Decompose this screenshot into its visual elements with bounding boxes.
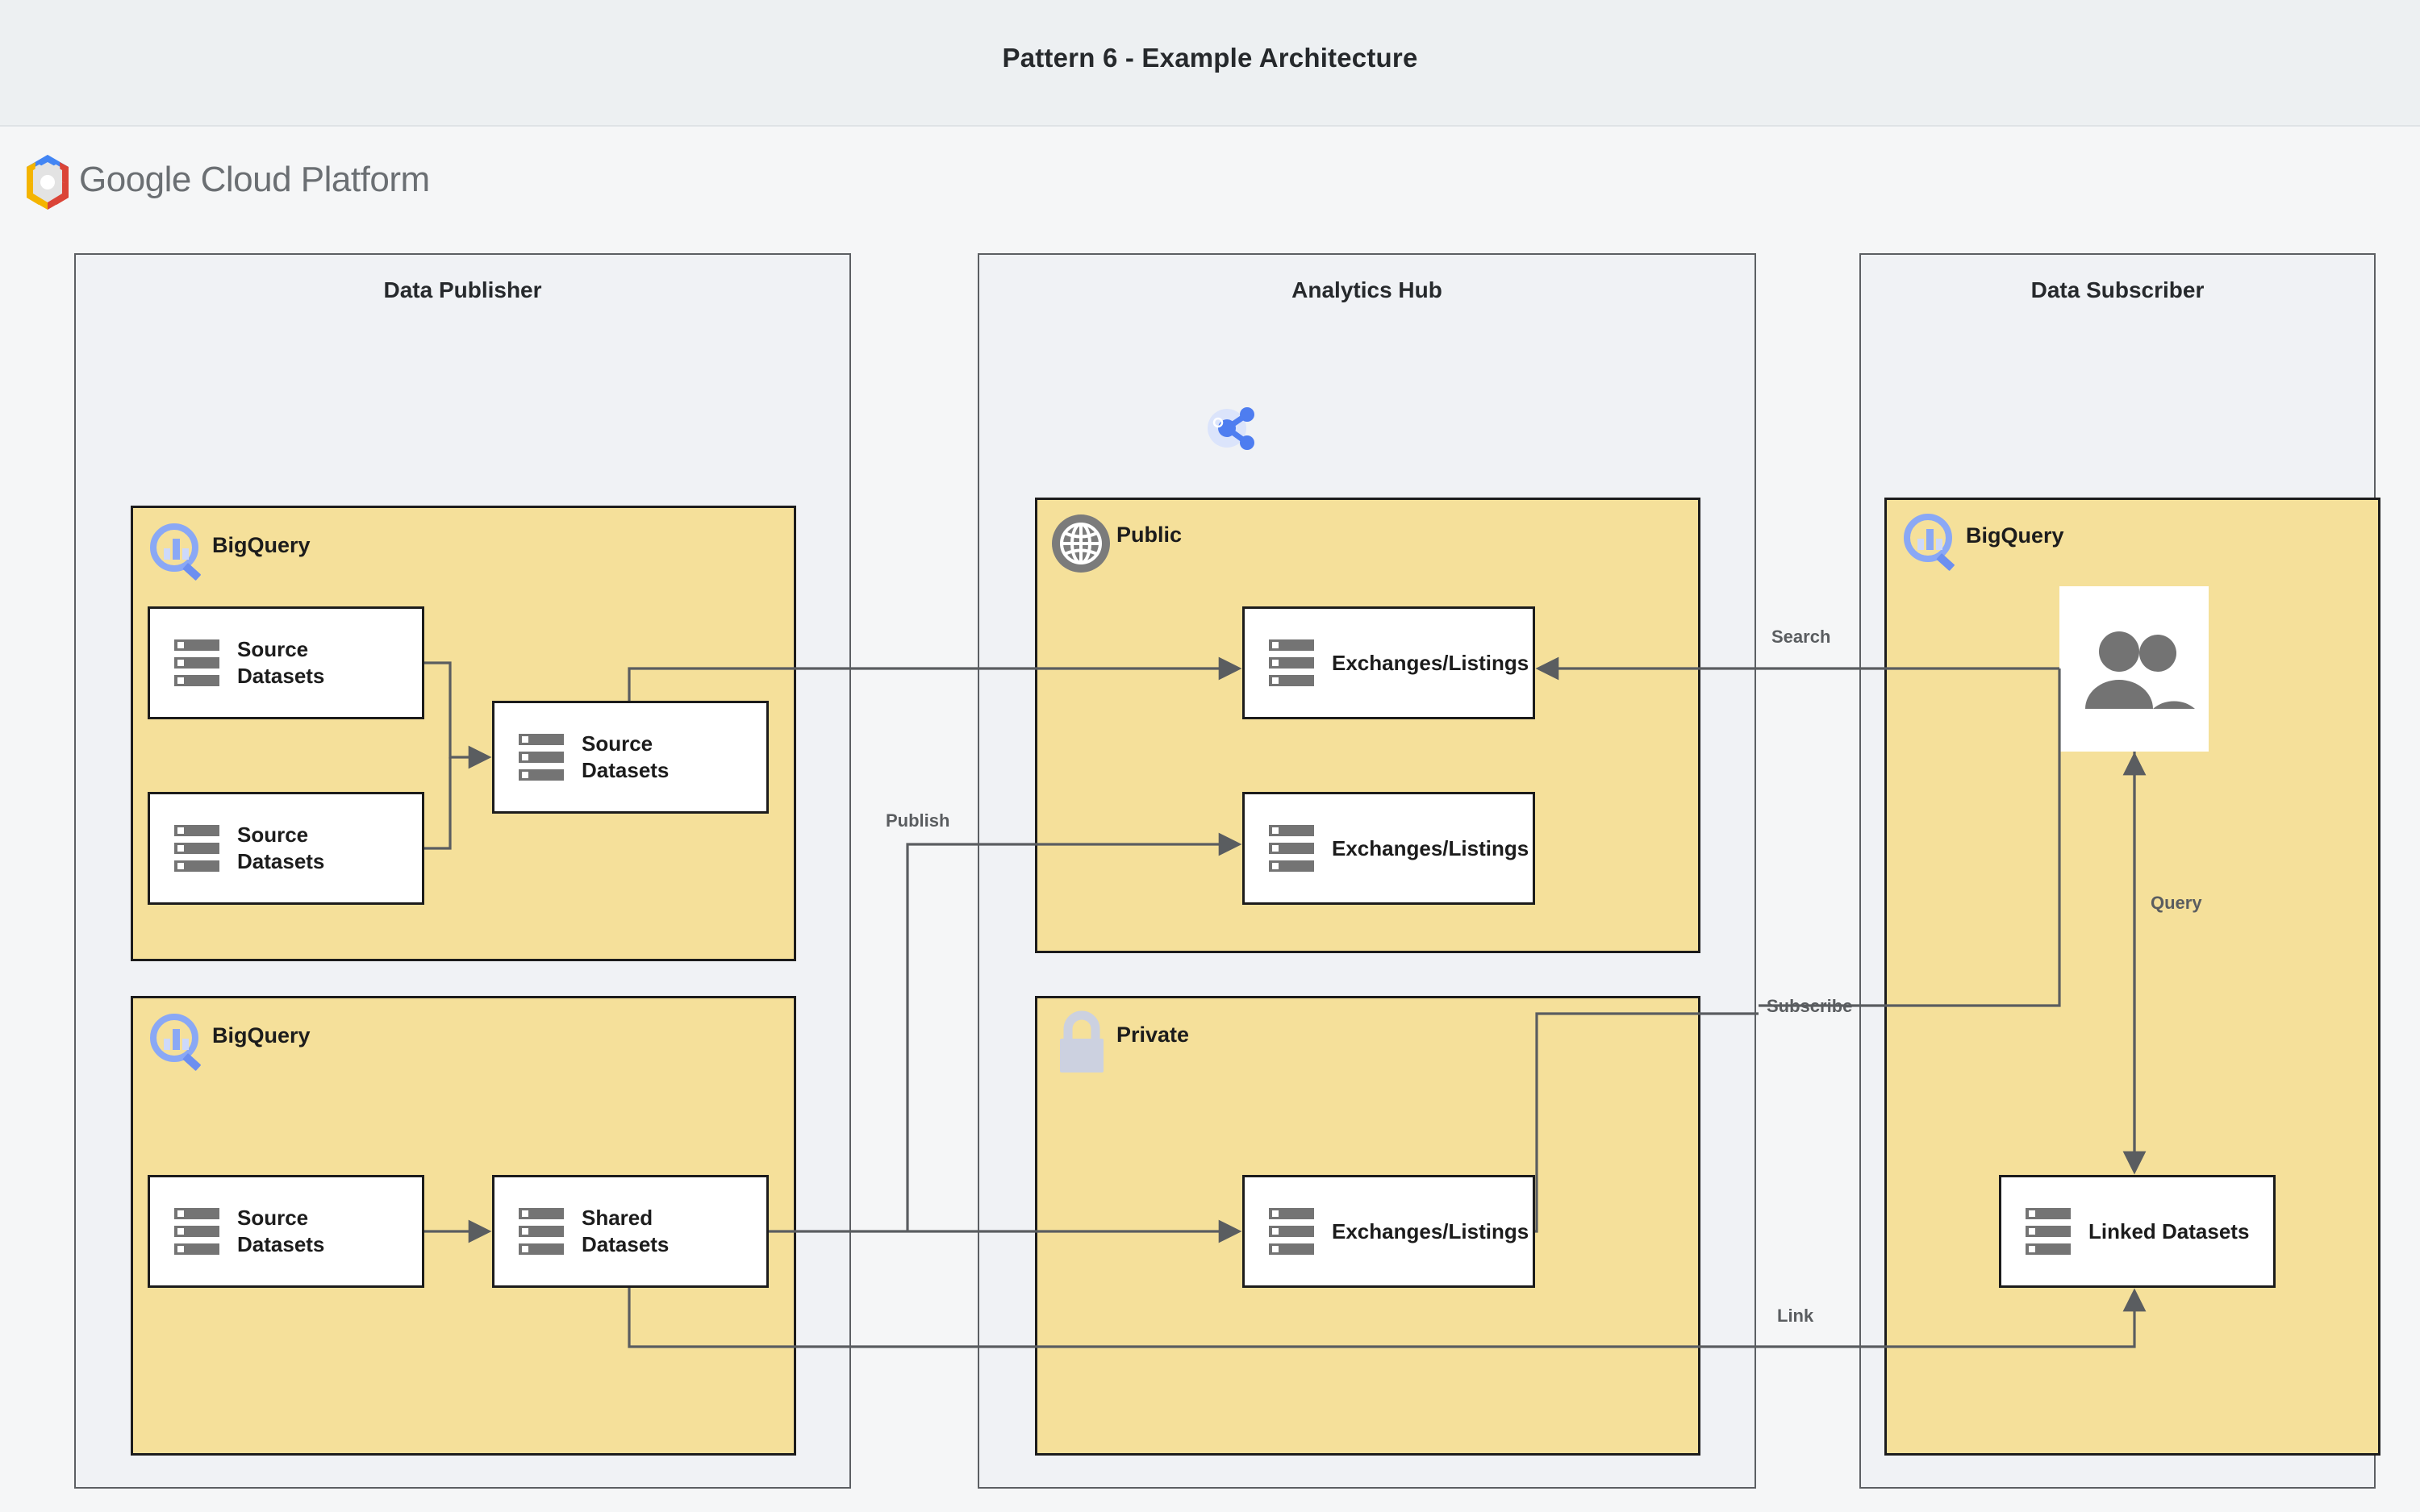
node-exchanges-listings-3[interactable]: Exchanges/Listings [1242, 1175, 1535, 1288]
bigquery-magnifier-icon [150, 1014, 201, 1071]
gcp-wordmark: Google Cloud Platform [79, 160, 430, 200]
node-label: Source Datasets [237, 823, 325, 873]
architecture-canvas: Google Cloud Platform Data Publisher Big… [0, 127, 2420, 1512]
node-label: Source Datasets [582, 731, 670, 782]
node-label: Exchanges/Listings [1332, 835, 1529, 860]
dataset-stack-icon [174, 1208, 219, 1255]
node-label: Exchanges/Listings [1332, 1218, 1529, 1243]
edge-label-query: Query [2151, 893, 2202, 913]
gcp-wordmark-cloud-platform: Cloud Platform [190, 160, 431, 199]
zone-label-publisher-bigquery-bottom: BigQuery [212, 1023, 311, 1048]
bigquery-magnifier-icon [150, 523, 201, 581]
group-title-data-publisher: Data Publisher [383, 277, 542, 302]
node-label: Exchanges/Listings [1332, 650, 1529, 675]
group-title-data-subscriber: Data Subscriber [2030, 277, 2205, 302]
node-label: Linked Datasets [2088, 1218, 2250, 1243]
zone-label-subscriber-bigquery: BigQuery [1966, 523, 2064, 548]
page-title: Pattern 6 - Example Architecture [1002, 43, 1418, 73]
bigquery-magnifier-icon [1904, 514, 1955, 571]
dataset-stack-icon [1269, 639, 1314, 686]
edge-label-subscribe: Subscribe [1767, 996, 1853, 1016]
lock-icon [1060, 1010, 1104, 1073]
zone-label-publisher-bigquery-top: BigQuery [212, 533, 311, 557]
dataset-stack-icon [174, 825, 219, 872]
node-source-datasets-2[interactable]: Source Datasets [148, 792, 424, 905]
dataset-stack-icon [519, 734, 564, 781]
edge-label-publish: Publish [886, 810, 950, 831]
node-linked-datasets[interactable]: Linked Datasets [1999, 1175, 2276, 1288]
title-bar: Pattern 6 - Example Architecture [0, 0, 2420, 127]
node-label: Shared Datasets [582, 1206, 670, 1256]
globe-icon [1052, 514, 1110, 573]
users-icon [2084, 631, 2195, 709]
node-exchanges-listings-1[interactable]: Exchanges/Listings [1242, 606, 1535, 719]
gcp-wordmark-google: Google [79, 160, 191, 199]
node-source-datasets-3[interactable]: Source Datasets [492, 701, 769, 814]
node-label: Source Datasets [237, 637, 325, 688]
node-exchanges-listings-2[interactable]: Exchanges/Listings [1242, 792, 1535, 905]
node-shared-datasets[interactable]: Shared Datasets [492, 1175, 769, 1288]
dataset-stack-icon [519, 1208, 564, 1255]
edge-label-search: Search [1771, 627, 1831, 647]
zone-label-hub-private: Private [1116, 1023, 1190, 1047]
dataset-stack-icon [1269, 825, 1314, 872]
node-source-datasets-4[interactable]: Source Datasets [148, 1175, 424, 1288]
node-users[interactable] [2059, 586, 2209, 752]
node-source-datasets-1[interactable]: Source Datasets [148, 606, 424, 719]
google-cloud-hexagon-icon [27, 155, 69, 210]
zone-label-hub-public: Public [1116, 523, 1183, 547]
google-cloud-platform-logo: Google Cloud Platform [23, 153, 474, 218]
group-title-analytics-hub: Analytics Hub [1291, 277, 1442, 302]
dataset-stack-icon [1269, 1208, 1314, 1255]
dataset-stack-icon [2026, 1208, 2071, 1255]
node-label: Source Datasets [237, 1206, 325, 1256]
analytics-hub-share-icon [1208, 407, 1254, 450]
dataset-stack-icon [174, 639, 219, 686]
edge-label-link: Link [1777, 1306, 1814, 1326]
